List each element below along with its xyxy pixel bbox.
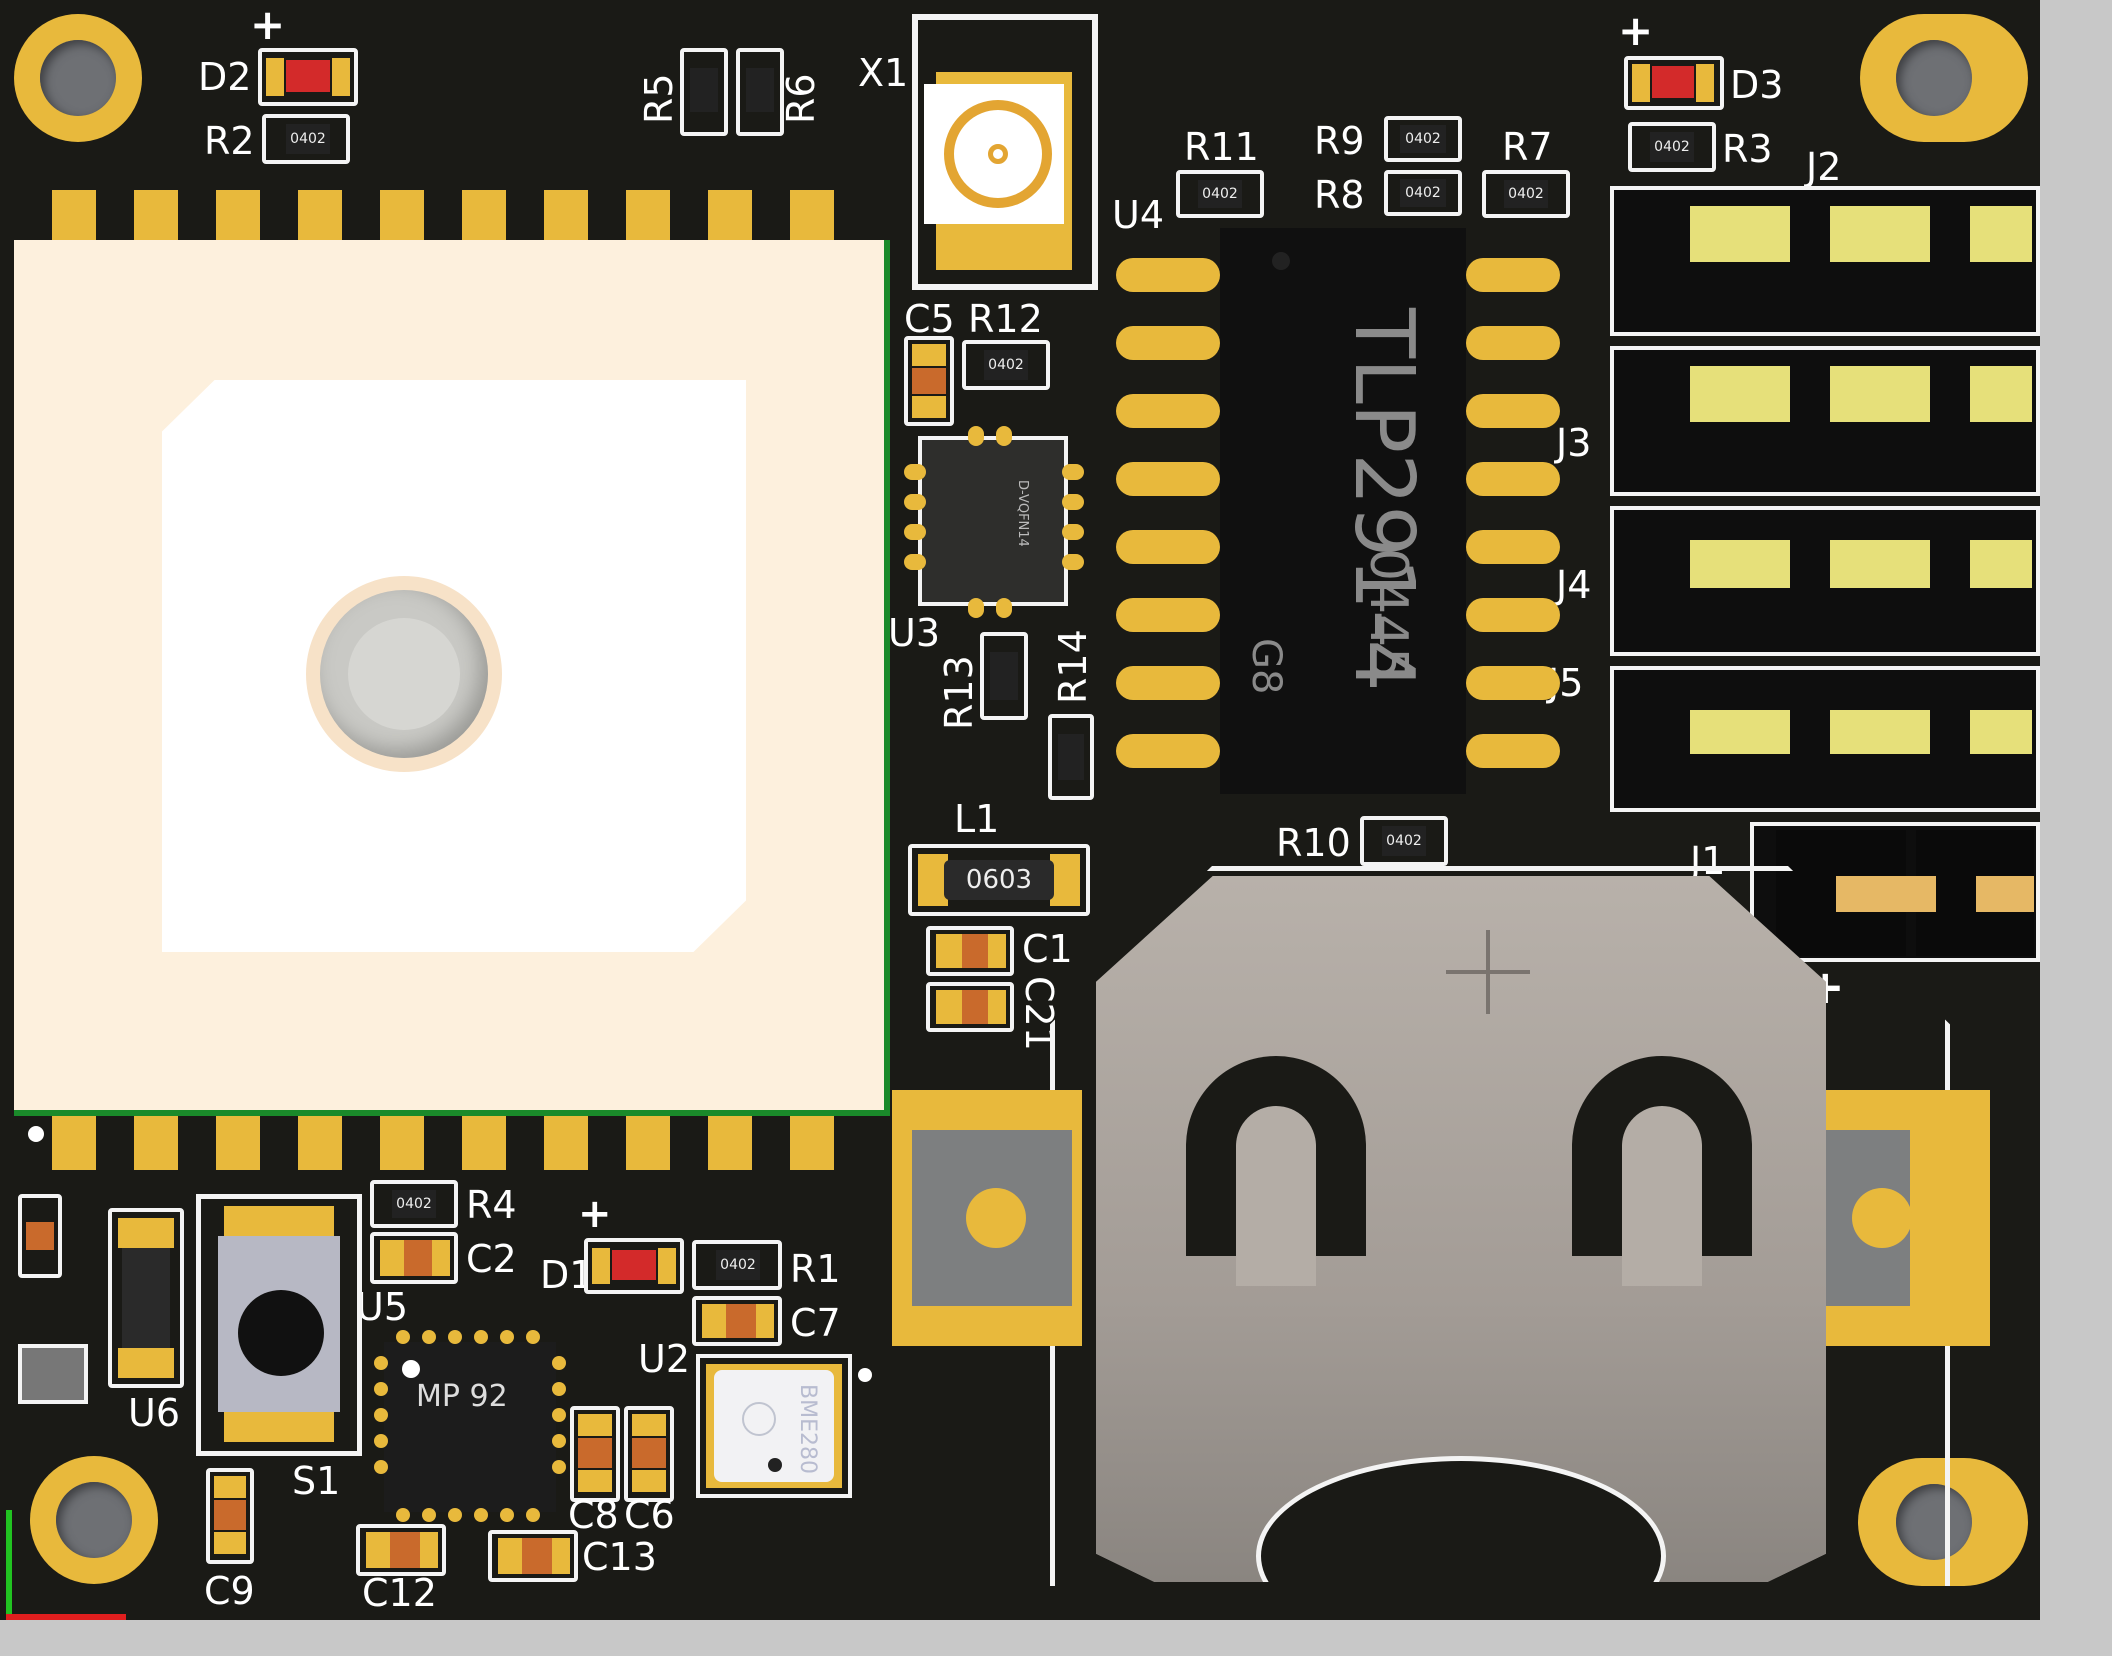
- label-j2: J2: [1806, 145, 1842, 189]
- header-j4: [1610, 506, 2040, 656]
- label-c1: C1: [1022, 927, 1073, 971]
- label-d3: D3: [1730, 63, 1784, 107]
- plus-mark-d1: +: [578, 1191, 612, 1237]
- label-c8: C8: [568, 1493, 619, 1537]
- label-u3: U3: [888, 611, 940, 655]
- mounting-hole-top-right-drill: [1896, 40, 1972, 116]
- u5-marking: MP 92: [416, 1379, 508, 1414]
- optocoupler-u4: TLP291-4 0445 G8: [1220, 228, 1466, 794]
- x1-ring: [944, 100, 1052, 208]
- label-r1: R1: [790, 1247, 841, 1291]
- label-r2: R2: [204, 119, 255, 163]
- label-r8: R8: [1314, 173, 1365, 217]
- label-x1: X1: [858, 51, 909, 95]
- label-u2: U2: [638, 1337, 690, 1381]
- label-r13: R13: [937, 655, 981, 730]
- label-l1: L1: [954, 797, 1000, 841]
- u4-lot-code: G8: [1243, 638, 1289, 695]
- r13-body: [990, 652, 1018, 700]
- battery-holder: [1096, 876, 1826, 1582]
- label-c7: C7: [790, 1301, 841, 1345]
- battery-cutout: [1256, 1456, 1666, 1582]
- resistor-r4: [370, 1180, 458, 1228]
- label-r4: R4: [466, 1183, 517, 1227]
- r1-body: 0402: [716, 1250, 760, 1280]
- r11-body: 0402: [1198, 180, 1242, 208]
- header-j2: [1610, 186, 2040, 336]
- x1-center: [988, 144, 1008, 164]
- label-c5: C5: [904, 297, 955, 341]
- header-j5: [1610, 666, 2040, 812]
- r9-body: 0402: [1400, 125, 1446, 153]
- axis-x-arrow: [6, 1614, 126, 1620]
- r5-body: [690, 68, 718, 112]
- label-s1: S1: [292, 1459, 341, 1503]
- connector-x1: [912, 14, 1098, 290]
- r6-body: [746, 68, 774, 112]
- label-r5: R5: [637, 73, 681, 124]
- u3-marking: D-VQFN14: [1015, 480, 1030, 547]
- sensor-u2: [696, 1354, 852, 1498]
- label-r7: R7: [1502, 125, 1553, 169]
- pin1-dot: [28, 1126, 44, 1142]
- r7-body: 0402: [1504, 180, 1548, 208]
- label-j4: J4: [1556, 563, 1592, 607]
- resistor-r5: [680, 48, 728, 136]
- label-c2: C2: [466, 1237, 517, 1281]
- switch-s1-button[interactable]: [238, 1290, 324, 1376]
- label-r10: R10: [1276, 821, 1351, 865]
- switch-s1[interactable]: [196, 1194, 362, 1456]
- label-r14: R14: [1051, 629, 1095, 704]
- ic-u3: D-VQFN14: [918, 436, 1068, 606]
- mounting-hole-bottom-right-drill: [1896, 1484, 1972, 1560]
- header-j3: [1610, 346, 2040, 496]
- label-c6: C6: [624, 1493, 675, 1537]
- ic-u6: [18, 1344, 88, 1404]
- u4-pin1-dot: [1272, 252, 1290, 270]
- label-c9: C9: [204, 1569, 255, 1613]
- label-u4: U4: [1112, 193, 1164, 237]
- gps-module: [14, 240, 890, 1116]
- pcb-board: + D2 0402 R2 R5 R6 X1 R11 0402 R9 0402 R…: [0, 0, 2040, 1620]
- label-r9: R9: [1314, 119, 1365, 163]
- plus-mark-d2: +: [250, 0, 286, 49]
- mounting-hole-top-left-drill: [40, 40, 116, 116]
- mounting-hole-bottom-left-drill: [56, 1482, 132, 1558]
- r14-body: [1058, 734, 1084, 780]
- label-r6: R6: [779, 73, 823, 124]
- u2-marking: BME280: [795, 1384, 820, 1474]
- ic-u5: MP 92: [384, 1342, 556, 1512]
- r12-body: 0402: [984, 350, 1028, 380]
- r4-body: 0402: [392, 1190, 436, 1218]
- label-u5: U5: [356, 1285, 408, 1329]
- label-j3: J3: [1556, 421, 1592, 465]
- r8-body: 0402: [1400, 179, 1446, 207]
- label-r12: R12: [968, 297, 1043, 341]
- label-j1: J1: [1690, 839, 1726, 883]
- u2-body: BME280: [714, 1370, 834, 1482]
- r3-body: 0402: [1650, 132, 1694, 162]
- r0603-body: [122, 1248, 170, 1348]
- antenna-feed-center: [348, 618, 460, 730]
- u4-date-code: 0445: [1358, 548, 1418, 681]
- plus-mark-d3: +: [1618, 6, 1654, 55]
- resistor-r3: [1628, 122, 1716, 172]
- l1-body: 0603: [944, 860, 1054, 900]
- r2-body: 0402: [286, 124, 330, 154]
- r10-body: 0402: [1382, 826, 1426, 856]
- label-c12: C12: [362, 1571, 437, 1615]
- axis-y-arrow: [6, 1510, 12, 1620]
- label-u6: U6: [128, 1391, 180, 1435]
- label-r3: R3: [1722, 127, 1773, 171]
- label-r11: R11: [1184, 125, 1259, 169]
- label-c13: C13: [582, 1535, 657, 1579]
- label-d2: D2: [198, 55, 252, 99]
